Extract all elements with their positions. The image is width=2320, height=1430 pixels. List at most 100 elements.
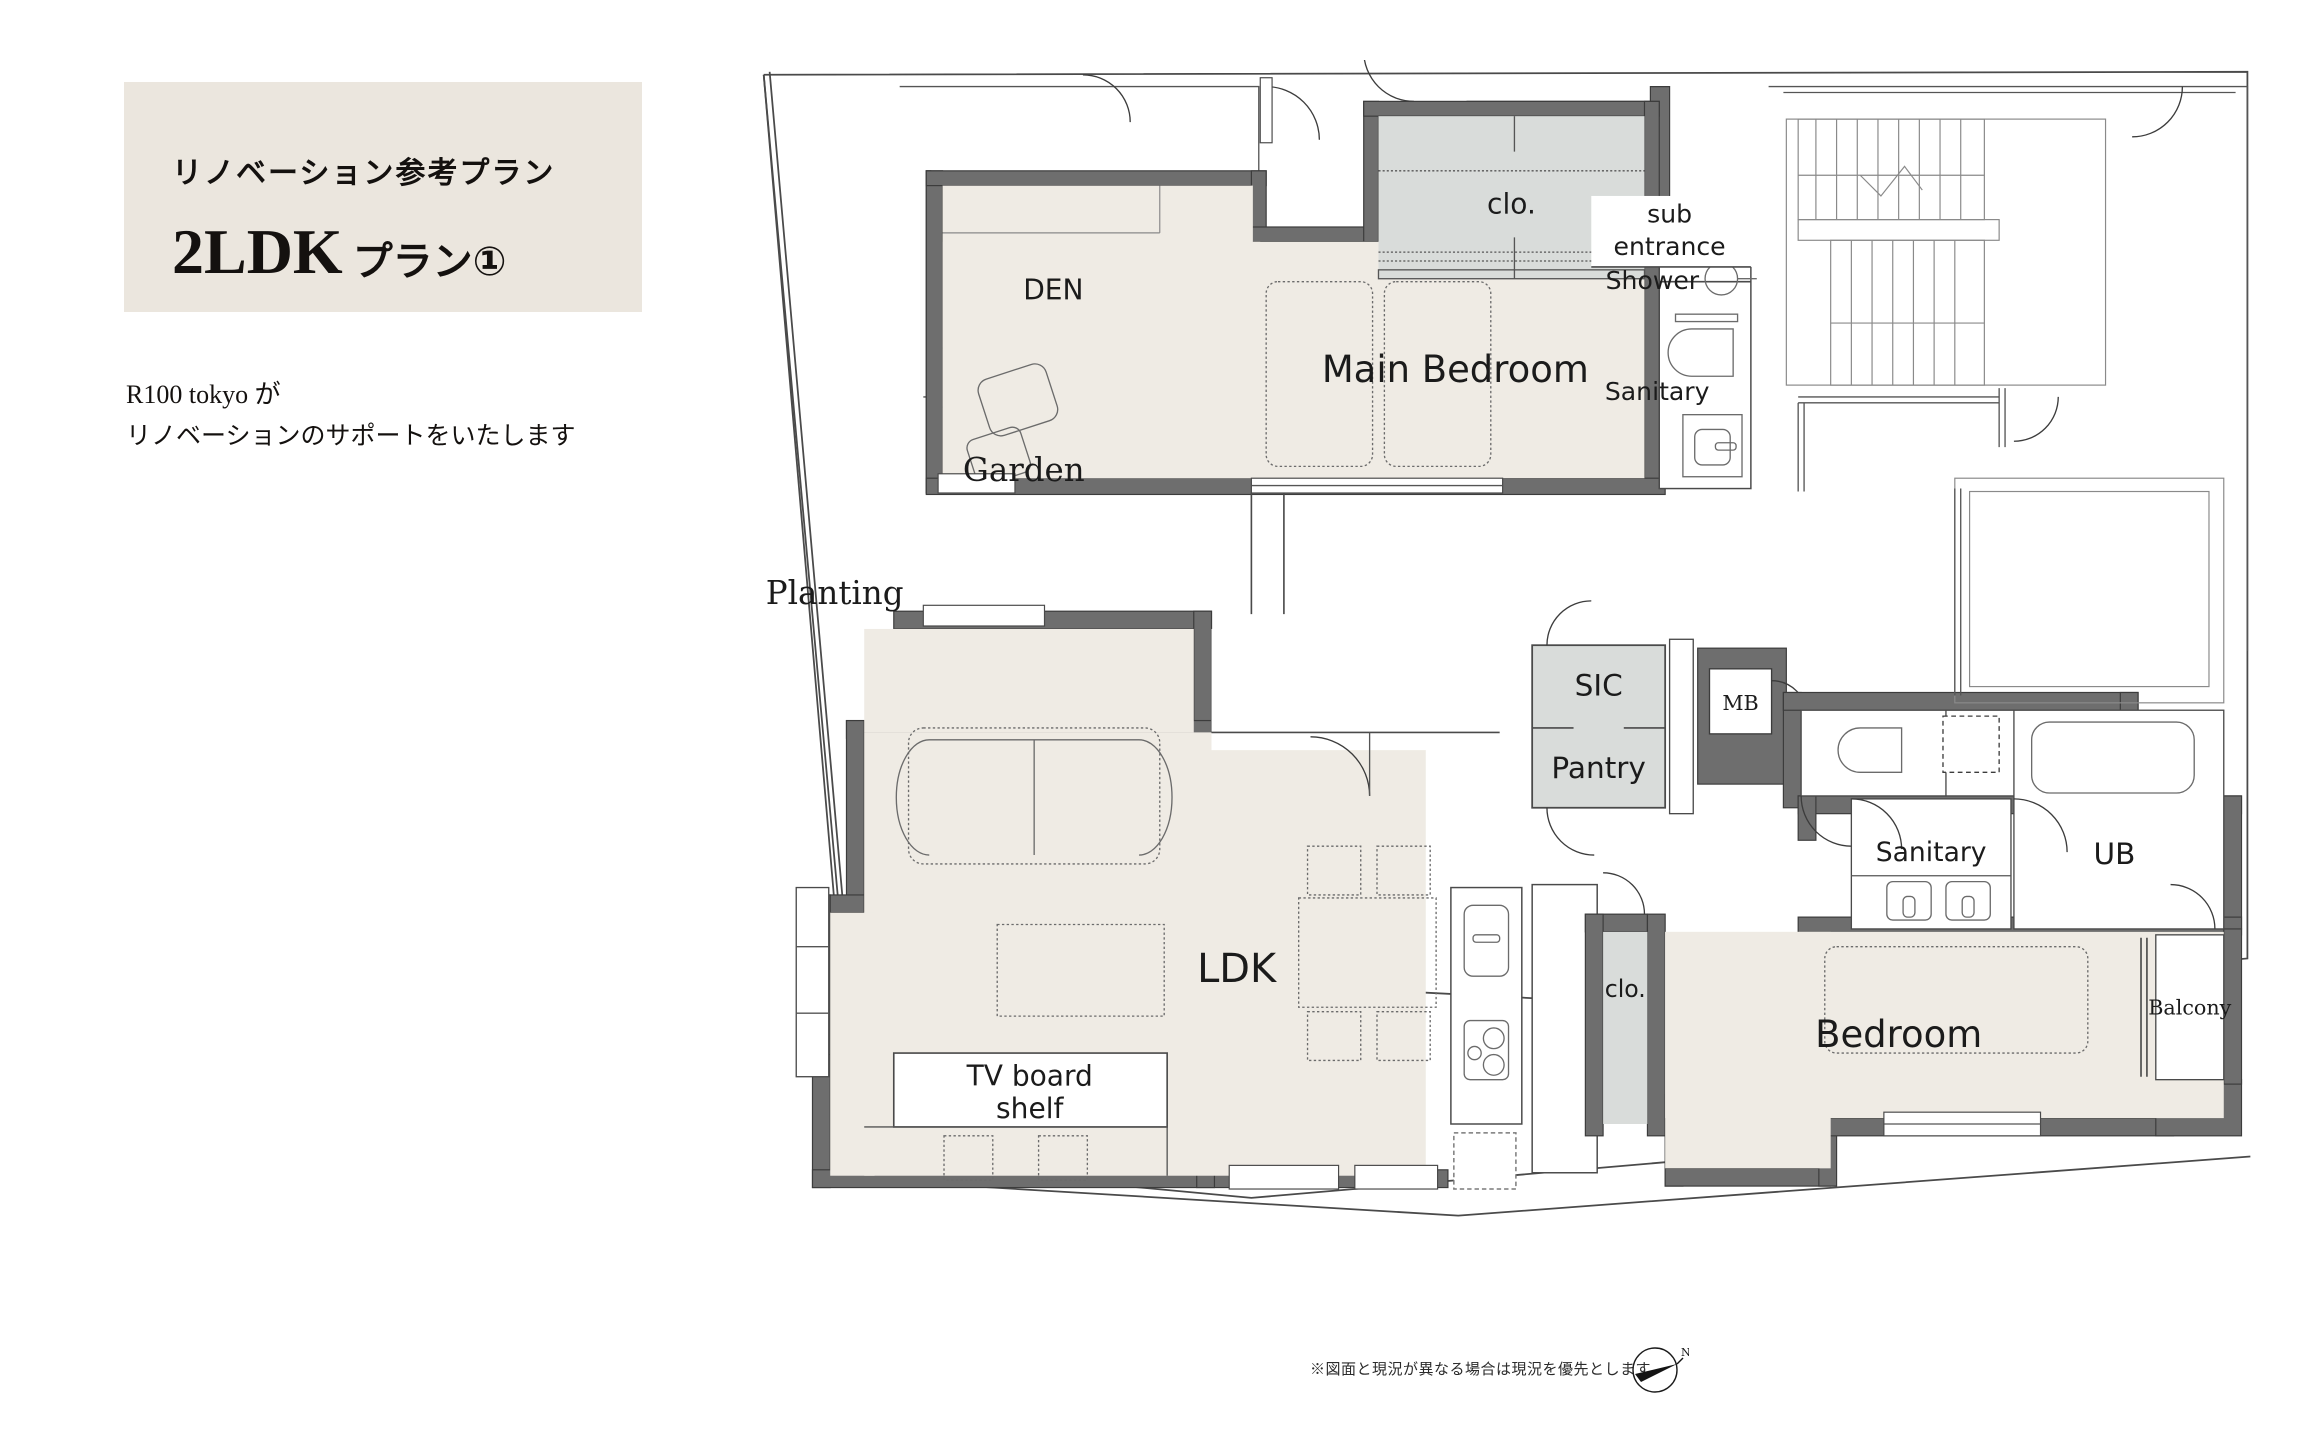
label-garden: Garden (963, 451, 1085, 489)
plan-subtitle: リノベーション参考プラン (172, 156, 556, 191)
floorplan-svg: .rm { fill:#efebe4; } .clo { fill:#d9dcd… (762, 60, 2251, 1217)
wall-bed-left-a (1797, 795, 1817, 841)
door-arc-pantry (1546, 807, 1595, 856)
wall-bed-clo-left (1584, 913, 1604, 1137)
door-arc-sanitary (1851, 798, 1903, 850)
toilet-icon (1667, 328, 1734, 377)
ldk-floor-top (864, 628, 1194, 733)
sub-entrance-area (1591, 195, 1754, 267)
washbasin-icon (1694, 428, 1731, 466)
wall-ldk-step (1193, 610, 1213, 731)
wall-bed-bottom-a (1664, 1167, 1832, 1187)
bay-window-left (795, 886, 830, 1078)
plan-title: 2LDK プラン① (172, 220, 507, 284)
bed-right (1383, 281, 1492, 468)
neighbour-unit-outline (1954, 477, 2225, 704)
wall-right-edge-b (2223, 795, 2243, 930)
dining-chair-4 (1376, 1011, 1431, 1062)
wall-upper-mid (1250, 226, 1380, 243)
door-leaf-common-2 (1998, 388, 2006, 448)
title-card (124, 82, 642, 312)
label-tv-board-line2: shelf (996, 1092, 1064, 1125)
door-arc-garden (1082, 74, 1131, 123)
wall-bed-clo-right (1646, 913, 1666, 1137)
washbasin-2 (1886, 880, 1932, 921)
label-clo-bed: clo. (1605, 975, 1646, 1003)
sofa (895, 727, 1173, 865)
entry-hall (1211, 628, 1500, 751)
window-ldk-top (922, 604, 1046, 627)
tv-board-shelf-base (864, 1126, 1168, 1176)
door-arc-sic (1546, 600, 1592, 646)
stove-burner-1 (1482, 1027, 1505, 1050)
vanity-counter (1682, 414, 1743, 478)
unit-bath (2013, 709, 2225, 930)
label-bedroom: Bedroom (1815, 1013, 1982, 1056)
tv-stool-2 (1037, 1135, 1089, 1181)
disclaimer-note: ※図面と現況が異なる場合は現況を優先とします。 (1310, 1360, 1666, 1378)
door-leaf-upper (1259, 77, 1273, 144)
dining-chair-3 (1306, 1011, 1362, 1062)
window-ldk-bottom (1228, 1164, 1340, 1190)
closet-hang-rails (1378, 170, 1645, 262)
label-ub: UB (2093, 837, 2135, 871)
door-arc-entry-hall (1310, 736, 1371, 796)
corridor-lines-b (1954, 488, 1962, 696)
label-pantry: Pantry (1551, 751, 1646, 785)
bed-left (1265, 281, 1374, 468)
window-den (937, 473, 1016, 494)
ldk-floor-bay (830, 912, 875, 1176)
label-sanitary-2: Sanitary (1876, 837, 1987, 868)
den-extension-floor (942, 241, 1261, 479)
floorplan-drawing: .rm { fill:#efebe4; } .clo { fill:#d9dcd… (760, 60, 2260, 1390)
bathtub-icon (2030, 721, 2195, 794)
wall-upper-right-a (1643, 100, 1660, 213)
label-ldk: LDK (1197, 946, 1277, 992)
staircase (1785, 118, 2107, 386)
door-arc-balcony (2170, 883, 2216, 929)
label-den: DEN (1023, 273, 1083, 306)
tank-icon (1674, 313, 1739, 323)
room-labels: DEN clo. sub entrance Shower Sanitary Ma… (966, 188, 2232, 1125)
toilet-room (1800, 709, 1947, 797)
coffee-table (996, 923, 1165, 1017)
label-mb: MB (1722, 691, 1758, 715)
lead-line-2: リノベーションのサポートをいたします (126, 421, 576, 451)
kitchen-faucet (1472, 934, 1501, 943)
refrigerator-space (1453, 1132, 1517, 1190)
label-sanitary-main: Sanitary (1605, 377, 1710, 406)
common-area-outline (1768, 85, 2249, 652)
door-arc-common-2 (2013, 396, 2059, 442)
door-arc-ub (2013, 798, 2068, 853)
compass-icon: N (1632, 1346, 1689, 1393)
corridor-connector (1250, 492, 1285, 615)
wall-upper-clo-left (1363, 100, 1380, 243)
faucet-3 (1961, 895, 1975, 918)
dining-chair-1 (1306, 845, 1362, 896)
bedroom-floor-b (1665, 931, 1831, 1169)
tv-stool-1 (943, 1135, 994, 1181)
compass-north-label: N (1681, 1346, 1689, 1359)
stove-burner-2 (1482, 1053, 1505, 1076)
kitchen-sink (1463, 904, 1510, 977)
toilet-icon-2 (1837, 727, 1903, 773)
dining-chair-2 (1376, 845, 1431, 896)
wall-upper-top (1363, 100, 1660, 117)
bed-single (1824, 946, 2089, 1054)
balcony-area (2155, 934, 2225, 1081)
sic-side-corridor (1668, 638, 1694, 815)
wall-ldk-left-a (845, 719, 865, 899)
label-sub-entrance-line2: entrance (1614, 232, 1726, 261)
door-arc-toilet (1800, 795, 1852, 847)
plan-title-variant: プラン① (352, 239, 507, 285)
faucet-2 (1902, 895, 1916, 918)
label-planting: Planting (766, 574, 904, 612)
door-arc-entry-top (1266, 85, 1321, 140)
window-ldk-bottom-2 (1354, 1164, 1439, 1190)
kitchen-counter (1450, 886, 1523, 1125)
lead-line-1: R100 tokyo が (126, 380, 281, 409)
label-sub-entrance-line1: sub (1647, 200, 1692, 229)
sic-pantry-block (1531, 644, 1667, 809)
stove-burner-3 (1467, 1045, 1482, 1061)
label-main-bedroom: Main Bedroom (1322, 348, 1589, 391)
